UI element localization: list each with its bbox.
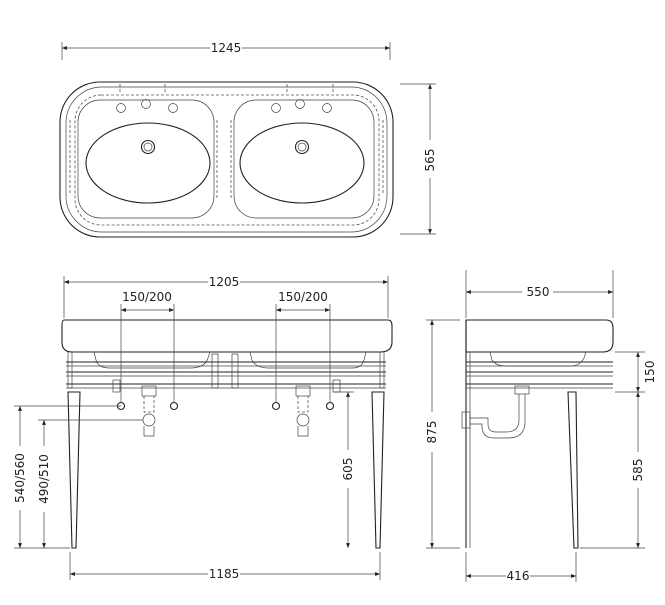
dim-front-top-width: 1205 [63,275,389,318]
dim-total-height: 875 [425,319,460,549]
dim-height-left-1: 540/560 [13,405,121,549]
dim-label-front-bottom-width: 1185 [209,567,240,581]
dim-label-top-depth: 565 [423,149,437,172]
side-view [461,319,614,549]
dim-height-left-2: 490/510 [37,419,143,548]
dim-front-bottom-width: 1185 [69,552,381,581]
dim-top-depth: 565 [400,83,437,235]
front-view [61,319,393,549]
dim-tap-spacing-right: 150/200 [275,290,331,402]
dim-side-bottom-width: 416 [465,552,577,583]
dim-label-top-width: 1245 [211,41,242,55]
dim-side-top-width: 550 [465,270,614,318]
dim-label-waste-height: 605 [341,458,355,481]
dim-label-total-height: 875 [425,421,439,444]
dim-label-height-left-2: 490/510 [37,454,51,504]
dim-label-tap-spacing-right: 150/200 [278,290,328,304]
dim-label-side-top-width: 550 [527,285,550,299]
dim-label-tap-spacing-left: 150/200 [122,290,172,304]
top-view [59,81,394,238]
dim-top-width: 1245 [61,41,391,60]
dim-tap-spacing-left: 150/200 [120,290,175,402]
dim-label-height-left-1: 540/560 [13,453,27,503]
dim-bowl-depth: 150 [615,351,657,393]
dim-waste-height: 605 [334,391,355,548]
dim-label-bowl-depth: 150 [643,361,657,384]
dim-label-leg-height: 585 [631,459,645,482]
dim-label-front-top-width: 1205 [209,275,240,289]
dim-label-side-bottom-width: 416 [507,569,530,583]
dim-leg-height: 585 [580,392,645,549]
